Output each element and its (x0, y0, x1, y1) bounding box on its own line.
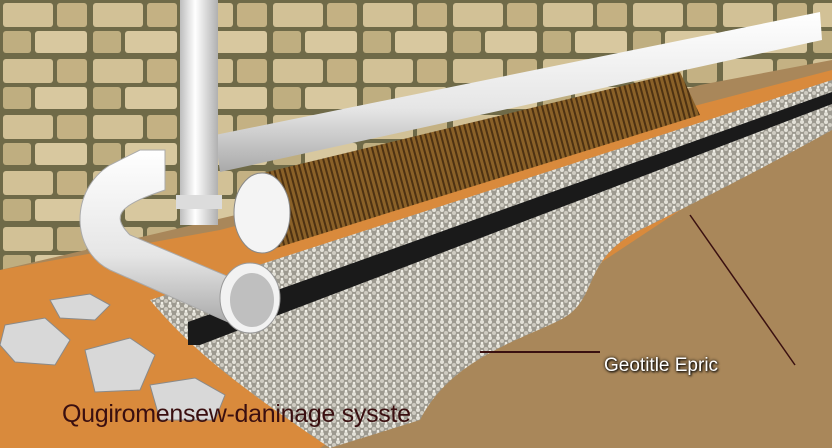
dimension-arrow (689, 214, 796, 366)
vertical-pipe (180, 0, 218, 225)
corrugated-pipe-end (233, 172, 291, 254)
rocks (0, 293, 226, 421)
horizontal-pipe (215, 12, 822, 172)
corrugated-pipe (255, 72, 700, 250)
system-caption: Qugiromensew-daninage sysste (62, 400, 411, 428)
elbow-pipe (79, 149, 261, 326)
gravel-bed (150, 80, 832, 448)
drain-line (188, 92, 832, 345)
elbow-pipe-opening (230, 273, 274, 327)
pipe-collar (176, 195, 222, 209)
geotextile-label: Geotitle Epric (604, 355, 719, 376)
